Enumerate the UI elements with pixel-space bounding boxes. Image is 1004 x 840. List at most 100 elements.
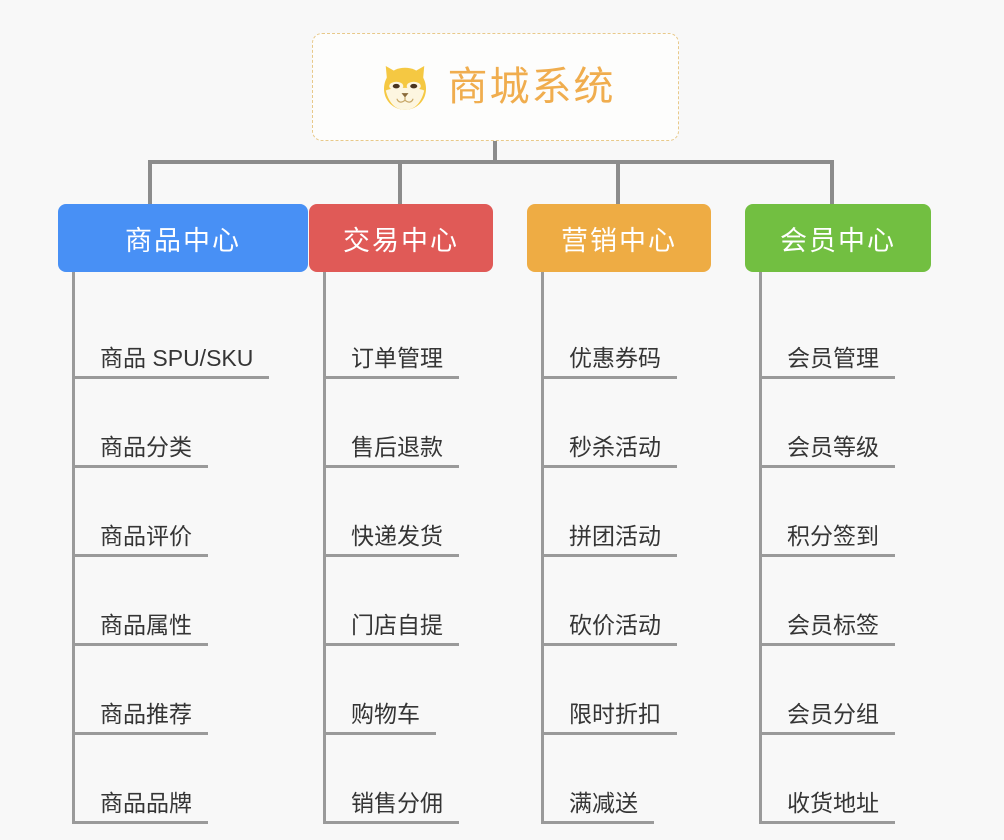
leaf-underline [541,732,677,735]
list-item[interactable]: 满减送 [527,735,711,824]
branch-spine-4 [759,272,762,824]
leaf-underline [759,732,895,735]
leaf-underline [759,465,895,468]
list-item[interactable]: 商品品牌 [58,735,308,824]
branch-items-3: 优惠券码 秒杀活动 拼团活动 砍价活动 限时折扣 满减送 [527,272,711,824]
branch-items-4: 会员管理 会员等级 积分签到 会员标签 会员分组 收货地址 [745,272,931,824]
list-item[interactable]: 商品 SPU/SKU [58,290,308,379]
list-item[interactable]: 销售分佣 [309,735,493,824]
list-item[interactable]: 优惠券码 [527,290,711,379]
branch-header-2[interactable]: 交易中心 [309,204,493,272]
leaf-underline [72,821,208,824]
leaf-underline [759,554,895,557]
list-item[interactable]: 快递发货 [309,468,493,557]
leaf-underline [759,821,895,824]
list-item[interactable]: 拼团活动 [527,468,711,557]
branch-spine-2 [323,272,326,824]
leaf-underline [72,465,208,468]
branch-column-1: 商品中心 商品 SPU/SKU 商品分类 商品评价 商品属性 商品推荐 [58,204,308,824]
leaf-label: 会员分组 [787,701,879,727]
leaf-underline [759,376,895,379]
branch-column-3: 营销中心 优惠券码 秒杀活动 拼团活动 砍价活动 限时折扣 [527,204,711,824]
branch-spine-3 [541,272,544,824]
leaf-underline [541,643,677,646]
list-item[interactable]: 订单管理 [309,290,493,379]
list-item[interactable]: 收货地址 [745,735,931,824]
leaf-label: 购物车 [351,701,420,727]
leaf-label: 商品属性 [100,612,192,638]
list-item[interactable]: 商品属性 [58,557,308,646]
list-item[interactable]: 会员管理 [745,290,931,379]
list-item[interactable]: 会员等级 [745,379,931,468]
leaf-label: 商品 SPU/SKU [100,345,254,371]
connector-horizontal-bus [148,160,834,164]
leaf-underline [323,643,459,646]
root-title: 商城系统 [447,65,616,109]
connector-drop-3 [616,160,620,206]
list-item[interactable]: 门店自提 [309,557,493,646]
leaf-label: 会员管理 [787,345,879,371]
list-item[interactable]: 砍价活动 [527,557,711,646]
leaf-label: 砍价活动 [569,612,661,638]
branch-header-4[interactable]: 会员中心 [745,204,931,272]
list-item[interactable]: 秒杀活动 [527,379,711,468]
root-node[interactable]: 商城系统 [312,33,679,141]
leaf-label: 积分签到 [787,523,879,549]
list-item[interactable]: 会员标签 [745,557,931,646]
list-item[interactable]: 会员分组 [745,646,931,735]
leaf-underline [323,821,459,824]
connector-drop-1 [148,160,152,206]
leaf-underline [541,465,677,468]
leaf-label: 收货地址 [787,790,879,816]
leaf-label: 订单管理 [351,345,443,371]
leaf-label: 限时折扣 [569,701,661,727]
connector-root-stem [493,141,497,163]
list-item[interactable]: 积分签到 [745,468,931,557]
leaf-label: 优惠券码 [569,345,661,371]
leaf-underline [541,376,677,379]
shiba-dog-emoji [376,59,434,115]
leaf-underline [541,821,654,824]
leaf-underline [541,554,677,557]
list-item[interactable]: 商品分类 [58,379,308,468]
branch-header-label-4: 会员中心 [780,225,896,256]
leaf-label: 商品品牌 [100,790,192,816]
list-item[interactable]: 商品评价 [58,468,308,557]
leaf-underline [72,643,208,646]
leaf-label: 销售分佣 [351,790,443,816]
leaf-label: 售后退款 [351,434,443,460]
branch-items-1: 商品 SPU/SKU 商品分类 商品评价 商品属性 商品推荐 商品品牌 [58,272,308,824]
leaf-label: 门店自提 [351,612,443,638]
list-item[interactable]: 商品推荐 [58,646,308,735]
leaf-underline [72,732,208,735]
leaf-label: 会员等级 [787,434,879,460]
branch-column-4: 会员中心 会员管理 会员等级 积分签到 会员标签 会员分组 [745,204,931,824]
leaf-underline [759,643,895,646]
branch-header-1[interactable]: 商品中心 [58,204,308,272]
branch-header-label-2: 交易中心 [343,225,459,256]
leaf-underline [72,376,269,379]
branch-header-label-3: 营销中心 [561,225,677,256]
connector-drop-4 [830,160,834,206]
leaf-underline [323,732,436,735]
branch-column-2: 交易中心 订单管理 售后退款 快递发货 门店自提 购物车 [309,204,493,824]
list-item[interactable]: 售后退款 [309,379,493,468]
list-item[interactable]: 限时折扣 [527,646,711,735]
leaf-label: 秒杀活动 [569,434,661,460]
leaf-label: 会员标签 [787,612,879,638]
list-item[interactable]: 购物车 [309,646,493,735]
branch-header-3[interactable]: 营销中心 [527,204,711,272]
leaf-label: 快递发货 [351,523,443,549]
leaf-label: 商品推荐 [100,701,192,727]
branch-items-2: 订单管理 售后退款 快递发货 门店自提 购物车 销售分佣 [309,272,493,824]
branch-header-label-1: 商品中心 [125,225,241,256]
leaf-label: 商品分类 [100,434,192,460]
leaf-underline [323,465,459,468]
branch-spine-1 [72,272,75,824]
connector-drop-2 [398,160,402,206]
leaf-underline [72,554,208,557]
leaf-label: 商品评价 [100,523,192,549]
leaf-underline [323,376,459,379]
leaf-label: 拼团活动 [569,523,661,549]
